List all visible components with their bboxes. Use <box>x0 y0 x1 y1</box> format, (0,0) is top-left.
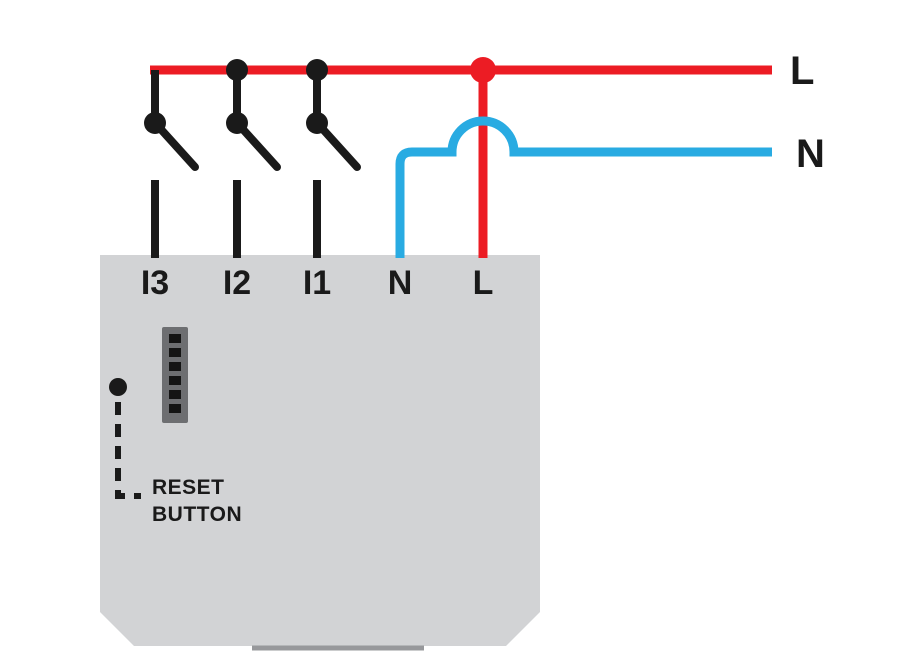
switch-lever <box>153 121 199 171</box>
switch-pivot-dot <box>144 112 166 134</box>
live-wire <box>150 65 772 258</box>
terminal-label-l: L <box>473 264 494 302</box>
neutral-wire <box>395 116 772 258</box>
pin <box>169 376 181 385</box>
terminal-label-n: N <box>388 264 413 302</box>
terminal-label-i3: I3 <box>141 264 169 302</box>
switch-lever <box>315 121 361 171</box>
neutral-wire-label: N <box>796 132 825 176</box>
pin <box>169 334 181 343</box>
switch-pivot-dot <box>226 112 248 134</box>
reset-button-label-line1: RESET <box>152 476 225 499</box>
switch-i2 <box>233 70 281 258</box>
terminal-label-i2: I2 <box>223 264 251 302</box>
switch-i3 <box>151 70 199 258</box>
reset-button-dot <box>109 378 127 396</box>
live-junction-dot <box>470 57 496 83</box>
pin-header-body <box>162 327 188 423</box>
switch-pivot-dot <box>306 112 328 134</box>
reset-button-label-line2: BUTTON <box>152 503 242 526</box>
pin <box>169 390 181 399</box>
switch-lever <box>235 121 281 171</box>
switch-i1 <box>313 70 361 258</box>
pin <box>169 348 181 357</box>
reset-button-leader-line <box>115 402 141 499</box>
pin-header-icon <box>162 327 188 423</box>
terminal-label-i1: I1 <box>303 264 331 302</box>
device-body <box>100 255 540 646</box>
pin <box>169 362 181 371</box>
pin <box>169 404 181 413</box>
live-wire-label: L <box>790 49 814 93</box>
